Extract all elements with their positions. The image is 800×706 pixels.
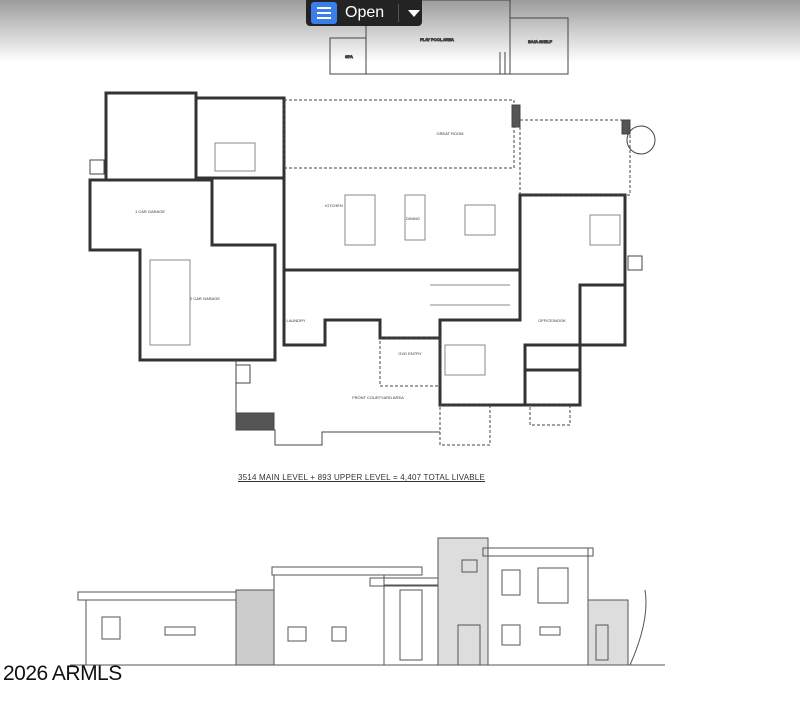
open-button[interactable]: Open [306,0,422,26]
spa-label: SPA [345,54,353,59]
play-pool-label: PLAY POOL AREA [420,37,454,42]
room-label: KITCHEN [325,203,343,208]
room-label: FRONT COURTYARD AREA [352,395,404,400]
dashed-patios [283,99,631,446]
room-label: GREAT ROOM [437,131,464,136]
baja-shelf-label: BAJA SHELF [528,39,552,44]
livable-area-caption: 3514 MAIN LEVEL + 893 UPPER LEVEL = 4,40… [238,473,485,482]
pool-area: SPA PLAY POOL AREA BAJA SHELF [329,0,569,75]
document-icon [311,2,337,24]
room-label: OFFICE/NOOK [538,318,566,323]
main-walls [88,91,627,407]
room-labels: 1 CAR GARAGE 2 CAR GARAGE GREAT ROOM KIT… [135,131,566,400]
room-label: DINING [406,216,420,221]
room-label: 2 CAR GARAGE [190,296,220,301]
caret-down-icon[interactable] [408,9,421,17]
room-label: LAUNDRY [286,318,305,323]
divider [398,4,400,22]
open-label: Open [345,4,385,21]
elevation [70,537,665,666]
courtyard [89,104,656,446]
room-label: 1 CAR GARAGE [135,209,165,214]
watermark: 2026 ARMLS [3,662,122,685]
room-label: GVD ENTRY [398,351,422,356]
furniture [149,142,621,376]
